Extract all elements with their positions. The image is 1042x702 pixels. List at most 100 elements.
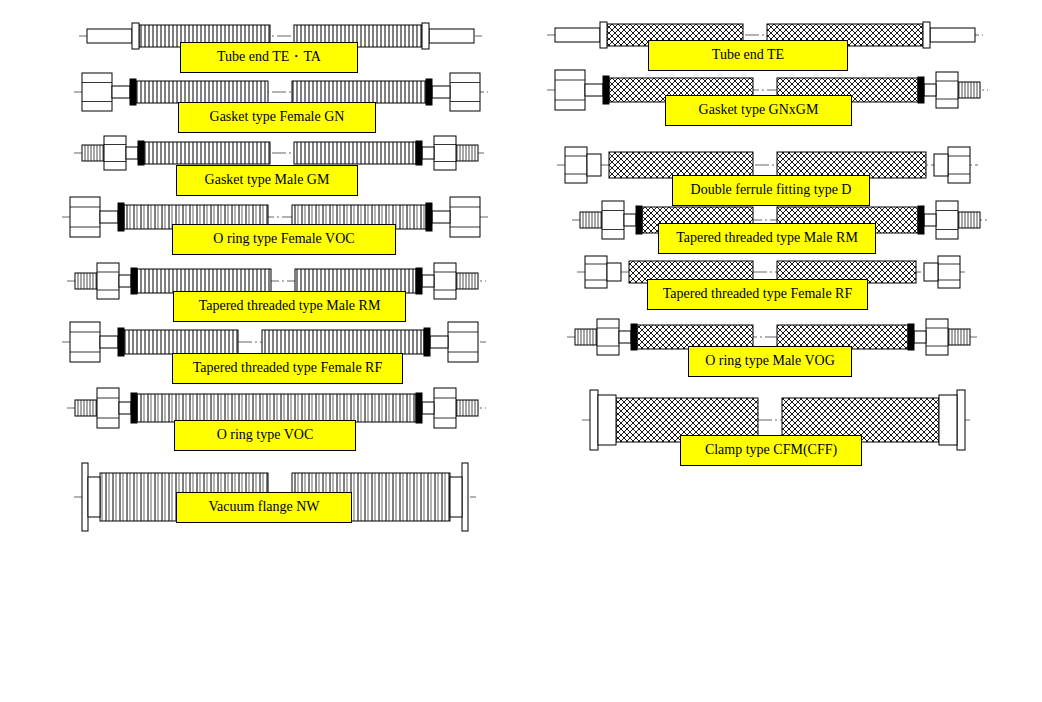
thread-line bbox=[974, 212, 975, 228]
thread-line bbox=[469, 273, 470, 289]
nut-edge bbox=[555, 100, 585, 101]
thread-line bbox=[457, 273, 458, 289]
fitting-label: Gasket type Male GM bbox=[205, 172, 330, 187]
thread-line bbox=[584, 329, 585, 345]
hex-nut bbox=[82, 73, 112, 111]
tube-collar bbox=[132, 23, 139, 49]
fitting-label: Tube end TE bbox=[712, 47, 784, 62]
ferrule-body bbox=[607, 263, 621, 281]
fitting-collar bbox=[908, 324, 914, 350]
thread-line bbox=[955, 329, 956, 345]
fitting-collar bbox=[918, 77, 924, 103]
thread-line bbox=[103, 145, 104, 161]
thread-line bbox=[466, 273, 467, 289]
label-box: Tapered threaded type Male RM bbox=[173, 291, 406, 322]
fitting-collar bbox=[426, 203, 432, 231]
thread-line bbox=[457, 145, 458, 161]
thread-stub bbox=[456, 273, 478, 289]
fitting-neck bbox=[100, 211, 118, 223]
nut-edge bbox=[434, 144, 456, 145]
ferrule-body bbox=[587, 154, 601, 176]
fitting-collar bbox=[426, 79, 432, 105]
thread-stub bbox=[82, 145, 104, 161]
fitting-neck bbox=[924, 84, 936, 96]
thread-line bbox=[964, 329, 965, 345]
thread-line bbox=[977, 82, 978, 98]
hex-nut bbox=[602, 201, 624, 239]
hex-nut bbox=[70, 322, 100, 362]
vacuum-flange bbox=[82, 463, 88, 531]
nut-edge bbox=[104, 144, 126, 145]
nut-edge bbox=[450, 101, 480, 102]
fitting-label: Double ferrule fitting type D bbox=[691, 182, 852, 197]
thread-line bbox=[581, 329, 582, 345]
label-box: Gasket type Male GM bbox=[176, 165, 358, 196]
thread-line bbox=[578, 329, 579, 345]
clamp-ferrule bbox=[939, 395, 957, 445]
fitting-collar bbox=[631, 324, 637, 350]
nut-edge bbox=[434, 418, 456, 419]
thread-line bbox=[81, 400, 82, 416]
thread-line bbox=[463, 145, 464, 161]
fitting-neck bbox=[585, 84, 603, 96]
hex-nut bbox=[448, 322, 478, 362]
thread-line bbox=[592, 212, 593, 228]
label-box: Tapered threaded type Female RF bbox=[172, 353, 403, 384]
thread-line bbox=[965, 82, 966, 98]
thread-line bbox=[87, 400, 88, 416]
fitting-label: Gasket type GNxGM bbox=[699, 102, 819, 117]
nut-edge bbox=[926, 346, 948, 347]
label-box: Tube end TE bbox=[648, 40, 848, 71]
fitting-neck bbox=[112, 86, 130, 98]
nut-edge bbox=[450, 82, 480, 83]
thread-line bbox=[958, 329, 959, 345]
fitting-label: Gasket type Female GN bbox=[210, 109, 345, 124]
nut-edge bbox=[97, 290, 119, 291]
ferrule-nut bbox=[938, 256, 960, 288]
fitting-label: Vacuum flange NW bbox=[208, 499, 319, 514]
hex-nut bbox=[555, 70, 585, 110]
thread-line bbox=[475, 145, 476, 161]
nut-edge bbox=[70, 352, 100, 353]
fitting-neck bbox=[126, 147, 138, 159]
hose-body bbox=[137, 394, 416, 422]
hex-nut bbox=[104, 136, 126, 170]
fitting-collar bbox=[416, 393, 422, 423]
ferrule-body bbox=[934, 154, 948, 176]
thread-line bbox=[463, 400, 464, 416]
label-box: Gasket type Female GN bbox=[178, 102, 376, 133]
fitting-label: O ring type VOC bbox=[217, 427, 314, 442]
fitting-neck bbox=[422, 275, 434, 287]
thread-line bbox=[90, 273, 91, 289]
thread-line bbox=[952, 329, 953, 345]
thread-line bbox=[96, 400, 97, 416]
nut-edge bbox=[948, 156, 970, 157]
tube-stub bbox=[930, 28, 975, 42]
nut-edge bbox=[936, 229, 958, 230]
label-box: O ring type Female VOC bbox=[172, 224, 396, 255]
thread-line bbox=[965, 212, 966, 228]
tube-collar bbox=[422, 23, 429, 49]
thread-line bbox=[91, 145, 92, 161]
vacuum-flange bbox=[462, 463, 468, 531]
thread-line bbox=[469, 145, 470, 161]
nut-edge bbox=[70, 332, 100, 333]
fitting-neck bbox=[119, 275, 131, 287]
fitting-label: Tube end TE・TA bbox=[217, 49, 321, 64]
fitting-label: Tapered threaded type Male RM bbox=[676, 230, 858, 245]
label-box: Gasket type GNxGM bbox=[665, 95, 852, 126]
tube-collar bbox=[923, 22, 930, 48]
hex-nut bbox=[936, 72, 958, 108]
thread-line bbox=[93, 400, 94, 416]
thread-line bbox=[968, 212, 969, 228]
nut-edge bbox=[597, 346, 619, 347]
nut-edge bbox=[97, 272, 119, 273]
fitting-neck bbox=[619, 331, 631, 343]
fitting-neck bbox=[100, 336, 118, 348]
thread-line bbox=[971, 82, 972, 98]
tube-collar bbox=[600, 22, 607, 48]
ferrule-nut bbox=[565, 147, 587, 183]
fitting-collar bbox=[416, 268, 422, 294]
thread-line bbox=[84, 400, 85, 416]
fitting-collar bbox=[130, 79, 136, 105]
